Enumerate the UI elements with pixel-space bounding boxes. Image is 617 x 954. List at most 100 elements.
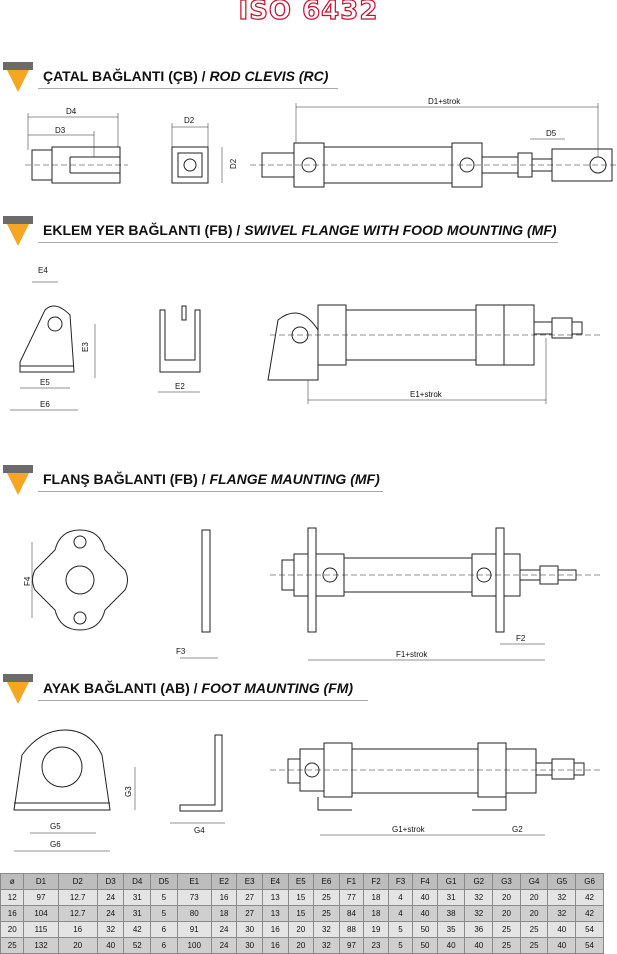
table-cell: 40	[464, 937, 494, 954]
table-cell: 20	[492, 889, 521, 906]
table-header: G3	[492, 873, 521, 890]
table-cell: 73	[176, 889, 212, 906]
table-cell: 25	[313, 889, 340, 906]
dim-label-e4: E4	[38, 266, 48, 275]
section-title-tr: FLANŞ BAĞLANTI (FB)	[43, 471, 198, 487]
table-cell: 4	[387, 905, 414, 922]
table-cell: 24	[96, 889, 125, 906]
dim-label-e3: E3	[81, 342, 90, 352]
section-header-rod-clevis: ÇATAL BAĞLANTI (ÇB) / ROD CLEVIS (RC)	[0, 60, 617, 92]
flange-drawings: F4 F3 F1+strok F2	[23, 527, 600, 661]
table-cell: 20	[519, 905, 549, 922]
table-header: D4	[123, 873, 152, 890]
table-cell: 40	[436, 937, 466, 954]
table-cell: 25	[492, 937, 521, 954]
table-cell: 40	[96, 937, 125, 954]
foot-bracket-front-view	[13, 729, 136, 852]
table-cell: 12.7	[57, 905, 98, 922]
table-cell: 31	[436, 889, 466, 906]
table-cell: 42	[575, 905, 604, 922]
table-header: G2	[464, 873, 494, 890]
flange-plate-side-view	[180, 529, 218, 659]
grey-bar-icon	[3, 62, 33, 70]
table-header: E3	[236, 873, 263, 890]
table-cell: 52	[123, 937, 152, 954]
table-header: F4	[412, 873, 438, 890]
table-cell: 4	[387, 889, 414, 906]
page-title: ISO 6432	[238, 0, 379, 27]
section-title-en: SWIVEL FLANGE WITH FOOD MOUNTING (MF)	[244, 222, 557, 238]
table-cell: 88	[338, 921, 365, 938]
table-cell: 32	[313, 937, 340, 954]
table-cell: 91	[176, 921, 212, 938]
table-cell: 25	[313, 905, 340, 922]
dim-label-f1: F1+strok	[396, 650, 428, 659]
table-cell: 24	[210, 937, 238, 954]
table-header: D3	[96, 873, 125, 890]
dim-label-d4: D4	[66, 107, 77, 116]
table-cell: 84	[338, 905, 365, 922]
dim-label-e5: E5	[40, 378, 50, 387]
dim-label-g2: G2	[512, 825, 523, 834]
table-cell: 115	[23, 921, 59, 938]
table-cell: 12	[0, 889, 25, 906]
table-cell: 20	[519, 889, 549, 906]
table-cell: 54	[575, 921, 604, 938]
dim-label-d2-top: D2	[184, 116, 195, 125]
section-title-en: FOOT MAUNTING (FM)	[201, 680, 354, 696]
table-cell: 6	[150, 921, 178, 938]
table-cell: 54	[575, 937, 604, 954]
table-cell: 24	[210, 921, 238, 938]
dim-label-d3: D3	[55, 126, 66, 135]
table-header: G4	[519, 873, 549, 890]
table-header: E5	[287, 873, 315, 890]
table-header: G6	[575, 873, 604, 890]
table-header: ø	[0, 873, 25, 890]
dim-label-d5: D5	[546, 129, 557, 138]
table-cell: 35	[436, 921, 466, 938]
table-cell: 32	[547, 889, 577, 906]
table-cell: 16	[261, 937, 289, 954]
table-cell: 5	[150, 905, 178, 922]
table-cell: 20	[287, 921, 315, 938]
table-cell: 13	[261, 889, 289, 906]
grey-bar-icon	[3, 465, 33, 473]
table-cell: 13	[261, 905, 289, 922]
table-cell: 20	[492, 905, 521, 922]
dim-label-g5: G5	[50, 822, 61, 831]
section-title-en: ROD CLEVIS (RC)	[209, 68, 329, 84]
table-cell: 16	[57, 921, 98, 938]
foot-bracket-side-view	[170, 734, 225, 824]
table-header: G5	[547, 873, 577, 890]
dim-label-d1: D1+strok	[428, 97, 461, 106]
table-header: G1	[436, 873, 466, 890]
table-cell: 32	[464, 889, 494, 906]
table-cell: 23	[363, 937, 389, 954]
table-cell: 30	[236, 937, 263, 954]
table-cell: 77	[338, 889, 365, 906]
table-header: F2	[363, 873, 389, 890]
table-header: E4	[261, 873, 289, 890]
dim-label-f3: F3	[176, 647, 186, 656]
table-cell: 20	[57, 937, 98, 954]
table-header: E1	[176, 873, 212, 890]
dim-label-e2: E2	[175, 382, 185, 391]
table-cell: 18	[210, 905, 238, 922]
grey-bar-icon	[3, 674, 33, 682]
table-cell: 27	[236, 905, 263, 922]
table-cell: 16	[210, 889, 238, 906]
table-cell: 40	[412, 905, 438, 922]
swivel-bracket-side-view	[158, 305, 201, 393]
table-cell: 16	[261, 921, 289, 938]
table-cell: 27	[236, 889, 263, 906]
table-cell: 80	[176, 905, 212, 922]
swivel-cylinder-assembly	[267, 304, 600, 404]
table-cell: 31	[123, 905, 152, 922]
table-cell: 15	[287, 889, 315, 906]
section-header-swivel-flange: EKLEM YER BAĞLANTI (FB) / SWIVEL FLANGE …	[0, 214, 617, 246]
